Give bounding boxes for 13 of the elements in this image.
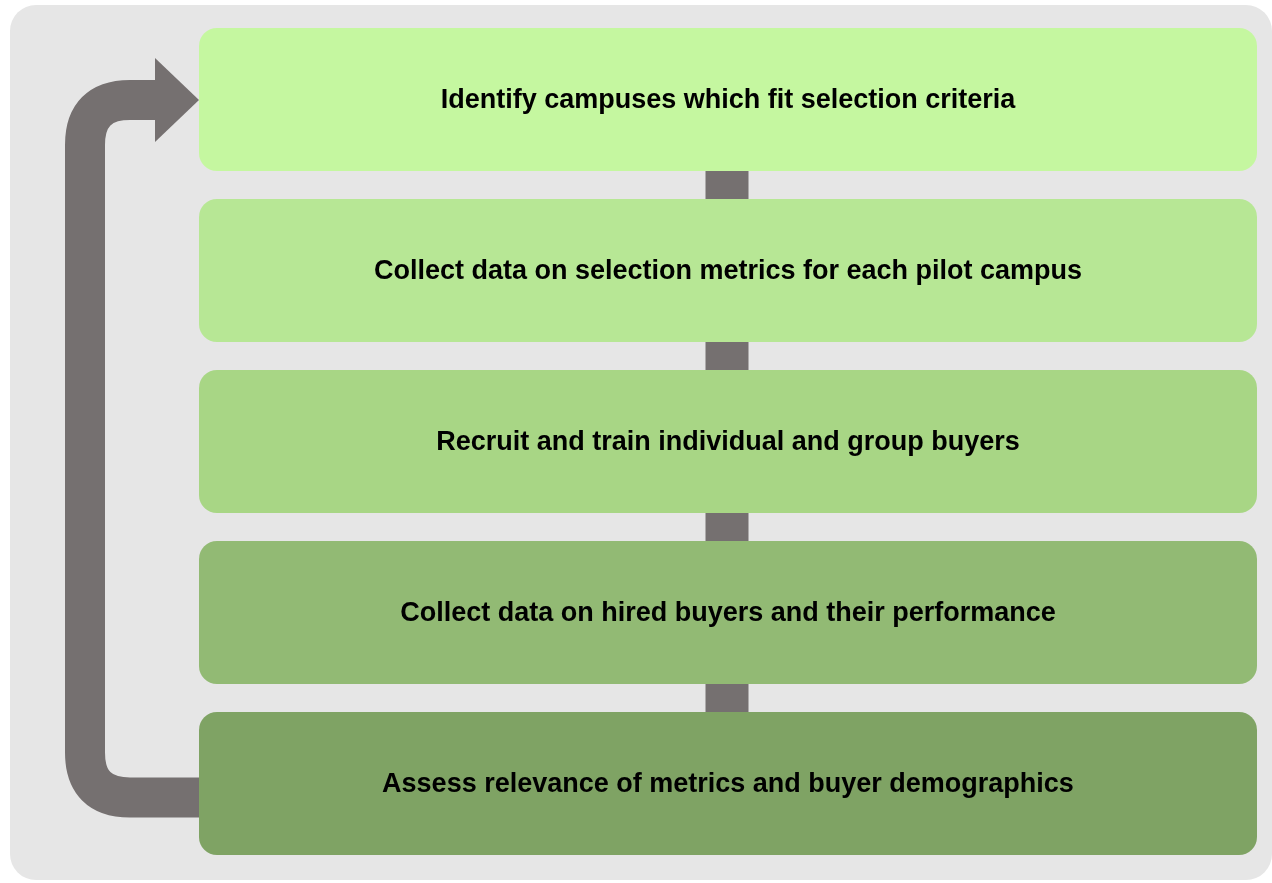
process-box bbox=[199, 712, 1257, 855]
step-label: Assess relevance of metrics and buyer demographics bbox=[382, 768, 1074, 799]
step-label: Identify campuses which fit selection criteria bbox=[440, 84, 1016, 115]
process-box bbox=[199, 28, 1257, 171]
step-label: Collect data on hired buyers and their performance bbox=[400, 597, 1056, 628]
connector-bar bbox=[705, 342, 749, 370]
process-box bbox=[199, 541, 1257, 684]
connector-bar bbox=[705, 171, 749, 199]
process-box bbox=[199, 370, 1257, 513]
step-label: Recruit and train individual and group buyers bbox=[436, 426, 1020, 457]
connector-bar bbox=[705, 513, 749, 541]
step-label: Collect data on selection metrics for each pilot campus bbox=[373, 255, 1083, 286]
process-box bbox=[199, 199, 1257, 342]
